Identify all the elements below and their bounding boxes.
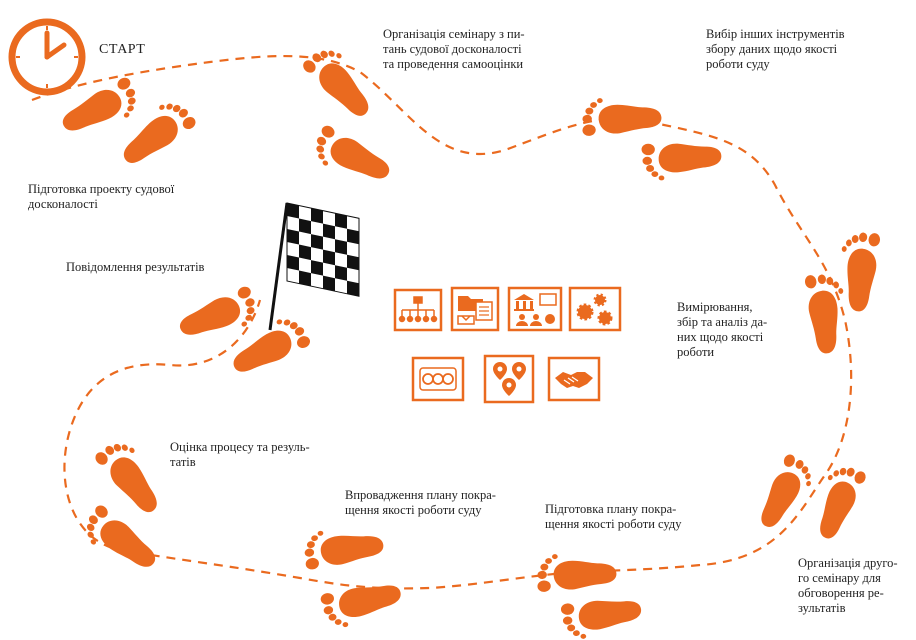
step-instruments-label: Вибір інших інструментів збору даних щод… <box>706 27 845 71</box>
step-evaluation-label: Оцінка процесу та резуль- татів <box>170 440 310 469</box>
documents-icon <box>450 286 500 332</box>
step-project-label: Підготовка проекту судової досконалості <box>28 182 175 211</box>
location-pins-icon <box>483 354 535 404</box>
hierarchy-icon <box>393 288 443 332</box>
step-prepare-plan-label: Підготовка плану покра- щення якості роб… <box>545 502 682 531</box>
coins-icon <box>411 356 465 402</box>
step-implement-label: Впровадження плану покра- щення якості р… <box>345 488 496 517</box>
route-path <box>31 54 853 590</box>
finish-flag-icon <box>268 202 360 331</box>
bank-people-icon <box>507 286 563 332</box>
step-seminar-label: Організація семінару з пи- тань судової … <box>383 27 525 71</box>
start-label: СТАРТ <box>99 42 146 57</box>
step-second-seminar-label: Організація друго- го семінару для обгов… <box>798 556 898 615</box>
step-report-label: Повідомлення результатів <box>66 260 205 274</box>
handshake-icon <box>547 356 601 402</box>
clock-icon <box>8 18 86 96</box>
gears-icon <box>568 286 622 332</box>
step-measure-label: Вимірювання, збір та аналіз да- них щодо… <box>677 300 768 359</box>
